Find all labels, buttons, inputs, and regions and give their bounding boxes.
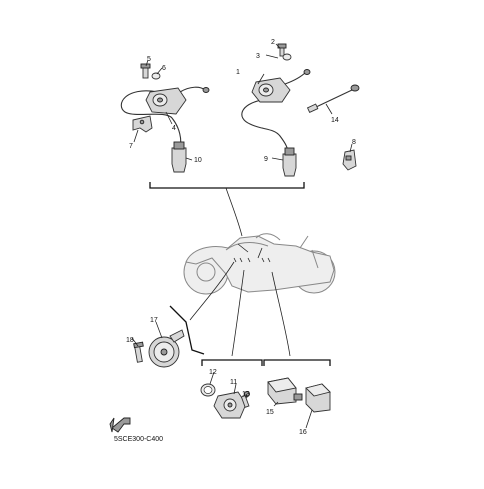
connector (342, 149, 357, 171)
callout-14: 14 (331, 117, 339, 124)
relay-16 (305, 383, 331, 413)
callout-1: 1 (236, 69, 240, 76)
callout-18: 18 (126, 337, 134, 344)
callout-16: 16 (299, 429, 307, 436)
neutral-switch (200, 383, 250, 419)
callout-labels: 1 2 3 4 5 6 7 8 9 10 11 12 13 14 15 16 1… (126, 39, 356, 436)
callout-leaders (131, 43, 353, 429)
group-bracket-right (263, 359, 331, 366)
relay-15 (267, 377, 303, 405)
callout-17: 17 (150, 317, 158, 324)
callout-15: 15 (266, 409, 274, 416)
ignition-coil-right (241, 43, 311, 177)
callout-7: 7 (129, 143, 133, 150)
group-bracket-left (169, 305, 205, 355)
callout-12: 12 (209, 369, 217, 376)
callout-13: 13 (242, 391, 250, 398)
callout-5: 5 (147, 56, 151, 63)
ignition-coil-left (120, 63, 210, 173)
lead-wire (306, 84, 360, 114)
callout-2: 2 (271, 39, 275, 46)
callout-8: 8 (352, 139, 356, 146)
group-bracket-middle (201, 359, 263, 366)
horn (133, 329, 185, 368)
callout-4: 4 (172, 125, 176, 132)
callout-11: 11 (230, 379, 237, 386)
diagram-reference-code: 5SCE300-C400 (114, 436, 164, 443)
callout-3: 3 (256, 53, 260, 60)
front-direction-icon (109, 417, 131, 433)
group-bracket-top (149, 182, 305, 189)
callout-9: 9 (264, 156, 268, 163)
callout-10: 10 (194, 157, 202, 164)
motorcycle-silhouette (183, 233, 336, 295)
callout-6: 6 (162, 65, 166, 72)
